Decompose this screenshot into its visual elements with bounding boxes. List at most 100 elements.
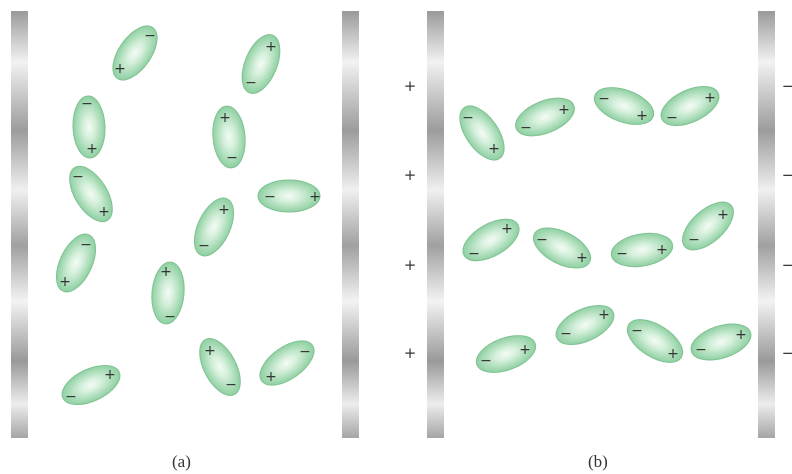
molecule-body xyxy=(61,364,121,406)
dipole-molecule: +− xyxy=(259,340,315,386)
molecule-body xyxy=(212,105,246,169)
dipole-molecule: +− xyxy=(112,25,158,81)
negative-charge-sign: − xyxy=(695,342,707,358)
dipole-molecule: +− xyxy=(462,218,520,262)
negative-charge-sign: − xyxy=(264,189,276,205)
negative-charge-sign: − xyxy=(164,309,176,325)
molecule-body xyxy=(532,227,592,269)
molecule-body xyxy=(199,338,241,396)
panel-b-right-charges: − − − − xyxy=(782,77,792,362)
positive-charge-sign: + xyxy=(704,90,716,106)
dipole-molecule: +− xyxy=(199,338,241,396)
dipole-molecule: +− xyxy=(459,105,505,161)
negative-charge-sign: − xyxy=(462,110,474,126)
molecule-body xyxy=(682,201,734,251)
negative-charge-sign: − xyxy=(616,246,628,262)
negative-charge-sign: − xyxy=(81,96,93,112)
molecule-body xyxy=(690,323,752,361)
positive-charge-sign: + xyxy=(309,189,321,205)
negative-charge-sign: − xyxy=(72,169,84,185)
panel-a-molecules: +−+−+−+−+−+−+−+−+−+−+−+− xyxy=(55,25,321,406)
molecule-body xyxy=(193,197,235,257)
negative-charge-sign: − xyxy=(299,344,311,360)
dipole-molecule: +− xyxy=(151,261,185,325)
negative-charge-sign: − xyxy=(65,389,77,405)
molecule-body xyxy=(55,233,97,293)
molecule-body xyxy=(515,97,575,137)
left-plate-charge: + xyxy=(404,256,417,274)
panel-b-left-plate xyxy=(427,11,444,438)
positive-charge-sign: + xyxy=(86,141,98,157)
dipole-molecule: +− xyxy=(241,34,281,94)
left-plate-charge: + xyxy=(404,77,417,95)
negative-charge-sign: − xyxy=(598,91,610,107)
dipole-molecule: +− xyxy=(475,335,537,373)
negative-charge-sign: − xyxy=(536,232,548,248)
dipole-molecule: +− xyxy=(682,201,734,251)
molecule-body xyxy=(69,165,113,223)
positive-charge-sign: + xyxy=(488,141,500,157)
panel-a-caption: (a) xyxy=(172,452,191,471)
molecule-body xyxy=(475,335,537,373)
positive-charge-sign: + xyxy=(204,343,216,359)
molecule-body xyxy=(112,25,158,81)
negative-charge-sign: − xyxy=(560,326,572,342)
positive-charge-sign: + xyxy=(219,110,231,126)
panel-b-left-charges: + + + + xyxy=(404,77,417,362)
positive-charge-sign: + xyxy=(160,264,172,280)
molecule-body xyxy=(626,319,684,363)
negative-charge-sign: − xyxy=(688,232,700,248)
molecule-body xyxy=(257,179,321,213)
positive-charge-sign: + xyxy=(735,327,747,343)
panel-b-caption: (b) xyxy=(588,452,608,471)
molecule-body xyxy=(241,34,281,94)
molecule-body xyxy=(459,105,505,161)
positive-charge-sign: + xyxy=(114,61,126,77)
dipole-molecule: +− xyxy=(593,87,655,125)
molecule-body xyxy=(555,304,615,346)
negative-charge-sign: − xyxy=(80,237,92,253)
positive-charge-sign: + xyxy=(667,346,679,362)
dipole-molecule: +− xyxy=(257,179,321,213)
panel-b-molecules: +−+−+−+−+−+−+−+−+−+−+−+− xyxy=(459,85,752,373)
positive-charge-sign: + xyxy=(265,39,277,55)
left-plate-charge: + xyxy=(404,344,417,362)
molecule-body xyxy=(610,232,674,268)
positive-charge-sign: + xyxy=(558,102,570,118)
positive-charge-sign: + xyxy=(598,307,610,323)
molecule-body xyxy=(593,87,655,125)
positive-charge-sign: + xyxy=(98,204,110,220)
negative-charge-sign: − xyxy=(245,75,257,91)
right-plate-charge: − xyxy=(782,166,792,184)
molecule-body xyxy=(259,340,315,386)
panel-a-right-plate xyxy=(342,11,359,438)
positive-charge-sign: + xyxy=(519,342,531,358)
dipole-molecule: +− xyxy=(515,97,575,137)
positive-charge-sign: + xyxy=(636,108,648,124)
panel-a-left-plate xyxy=(11,11,28,438)
positive-charge-sign: + xyxy=(717,207,729,223)
negative-charge-sign: − xyxy=(520,120,532,136)
dipole-molecule: +− xyxy=(555,304,615,346)
negative-charge-sign: − xyxy=(226,150,238,166)
dipole-molecule: +− xyxy=(610,232,674,268)
right-plate-charge: − xyxy=(782,77,792,95)
dipole-molecule: +− xyxy=(690,323,752,361)
right-plate-charge: − xyxy=(782,344,792,362)
molecule-body xyxy=(72,95,106,159)
negative-charge-sign: − xyxy=(480,353,492,369)
dipole-molecule: +− xyxy=(626,319,684,363)
molecule-body xyxy=(151,261,185,325)
molecule-body xyxy=(462,218,520,262)
positive-charge-sign: + xyxy=(501,221,513,237)
dipole-molecule: +− xyxy=(660,85,720,127)
right-plate-charge: − xyxy=(782,256,792,274)
positive-charge-sign: + xyxy=(265,369,277,385)
positive-charge-sign: + xyxy=(218,202,230,218)
left-plate-charge: + xyxy=(404,166,417,184)
negative-charge-sign: − xyxy=(631,323,643,339)
negative-charge-sign: − xyxy=(468,246,480,262)
negative-charge-sign: − xyxy=(198,238,210,254)
negative-charge-sign: − xyxy=(666,110,678,126)
dipole-molecule: +− xyxy=(532,227,592,269)
